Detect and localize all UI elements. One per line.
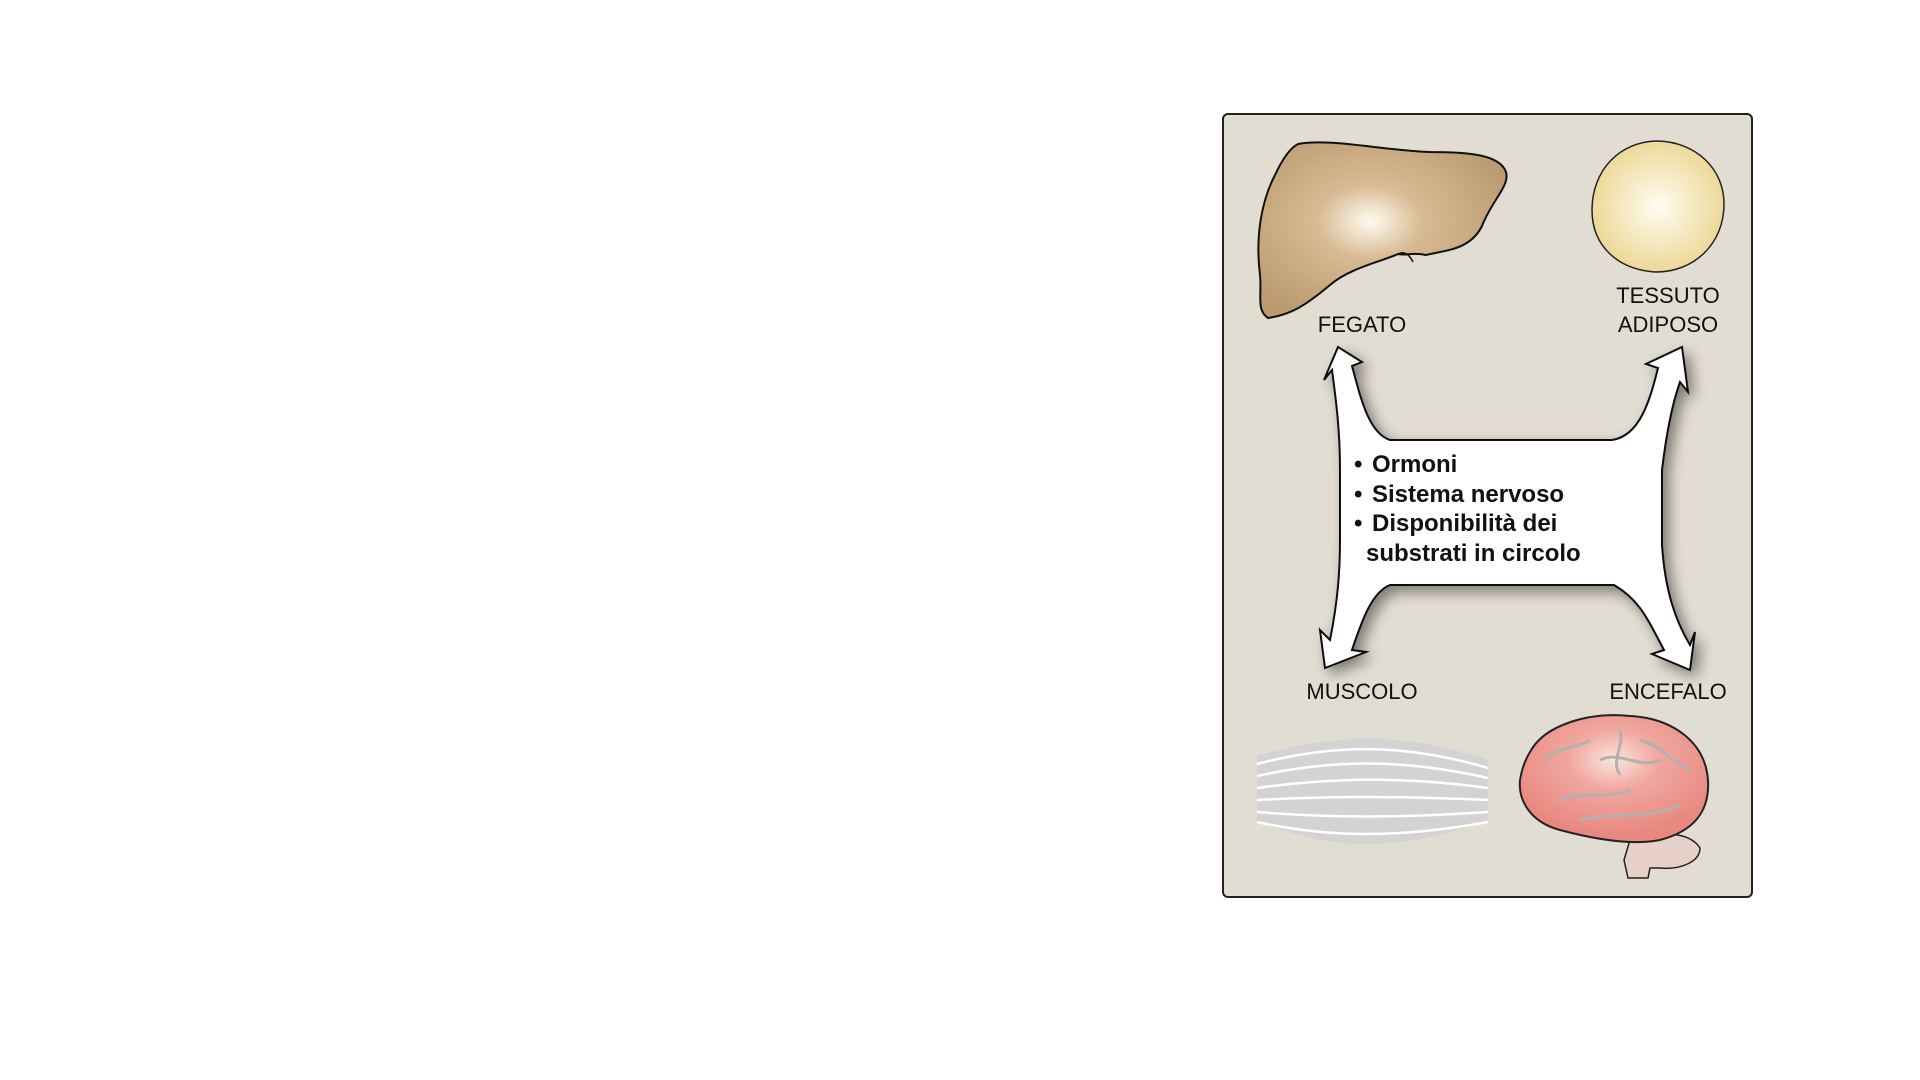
factor-text: Disponibilità dei bbox=[1372, 510, 1558, 537]
adipose-label-line1: TESSUTO bbox=[1616, 283, 1720, 308]
factor-continuation: substrati in circolo bbox=[1366, 539, 1581, 567]
adipose-label: TESSUTO ADIPOSO bbox=[1616, 281, 1720, 339]
factor-item: •Disponibilità dei bbox=[1354, 510, 1558, 537]
factor-item: •Ormoni bbox=[1354, 451, 1458, 478]
liver-icon bbox=[1257, 141, 1508, 320]
brain-label: ENCEFALO bbox=[1609, 679, 1727, 704]
muscle-label: MUSCOLO bbox=[1306, 679, 1418, 704]
factor-text: Ormoni bbox=[1372, 451, 1458, 478]
factor-item: •Sistema nervoso bbox=[1354, 480, 1565, 508]
adipose-label-line2: ADIPOSO bbox=[1617, 312, 1719, 337]
brain-icon bbox=[1518, 714, 1710, 879]
regulation-factors-list: •Ormoni •Sistema nervoso •Disponibilità … bbox=[1354, 450, 1581, 568]
liver-label: FEGATO bbox=[1317, 312, 1407, 337]
adipose-tissue-icon bbox=[1591, 140, 1725, 273]
factor-text: Sistema nervoso bbox=[1372, 480, 1565, 508]
regulation-arrows bbox=[1318, 345, 1696, 672]
muscle-icon bbox=[1256, 738, 1489, 844]
